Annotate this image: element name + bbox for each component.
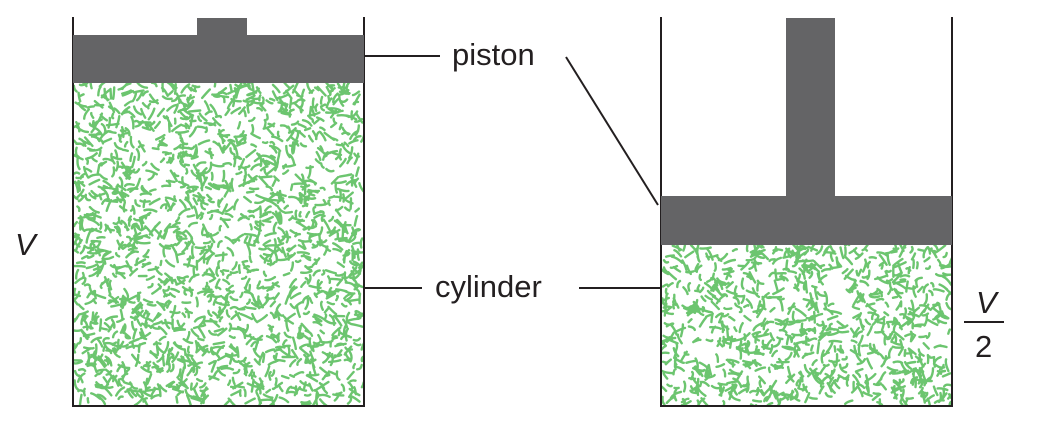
- gas-speckle-texture: [74, 83, 363, 405]
- right-cylinder-assembly: [660, 17, 953, 407]
- left-piston: [73, 18, 364, 83]
- cylinder-label: cylinder: [435, 269, 542, 304]
- gas-speckle-texture: [662, 245, 951, 405]
- piston-leader-right: [565, 56, 659, 206]
- volume-label-left: V: [15, 227, 39, 262]
- piston-label: piston: [452, 37, 535, 72]
- right-piston: [661, 18, 952, 245]
- volume-label-right-denominator: 2: [975, 329, 992, 364]
- left-cylinder-assembly: [72, 17, 365, 407]
- right-gas-region: [662, 245, 951, 405]
- volume-label-right-numerator: V: [976, 285, 1000, 320]
- left-gas-region: [74, 83, 363, 405]
- left-cylinder-wall: [72, 17, 365, 407]
